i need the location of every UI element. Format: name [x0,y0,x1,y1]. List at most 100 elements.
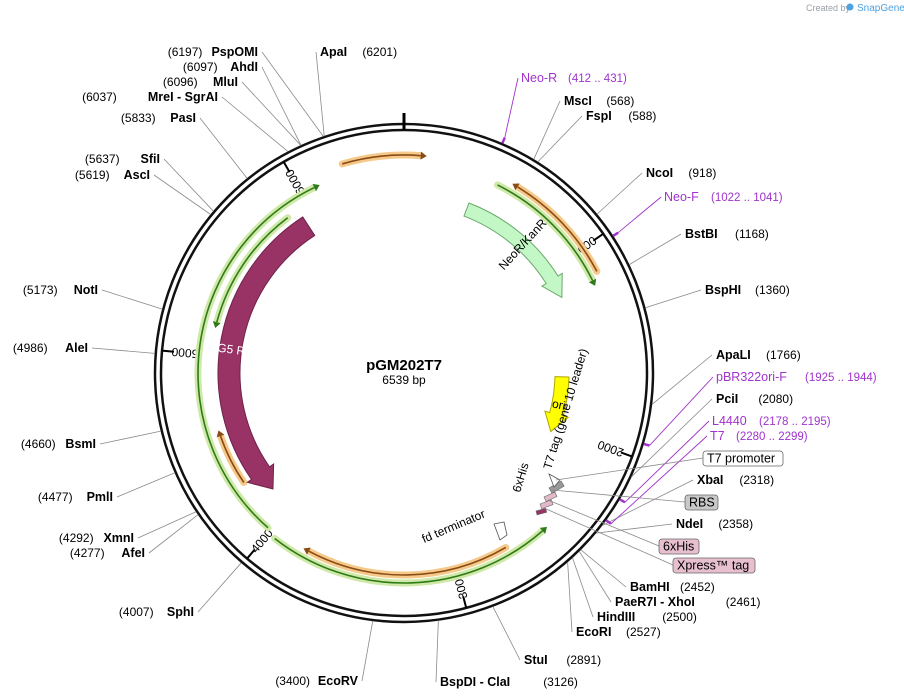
enzyme-label: XmnI(4292) [59,531,134,545]
primer-name: L4440 [712,414,747,428]
enzyme-name: StuI [524,653,548,667]
orf-arrowhead [420,151,427,160]
primer-leader-line [610,435,708,525]
enzyme-name: SphI [167,605,194,619]
orf-arrow [219,435,245,483]
enzyme-position: (568) [606,94,634,108]
enzyme-position: (2500) [662,610,697,624]
enzyme-position: (6037) [82,90,117,104]
enzyme-name: MscI [564,94,592,108]
enzyme-position: (3400) [275,674,310,688]
enzyme-name: AhdI [230,60,258,74]
enzyme-label: BspDI - ClaI(3126) [440,675,578,689]
enzyme-position: (3126) [543,675,578,689]
orf-arrow [308,546,507,576]
enzyme-name: PciI [716,392,738,406]
enzyme-leader-line [578,551,612,603]
enzyme-leader-line [645,289,702,309]
enzyme-label: SphI(4007) [119,605,194,619]
enzyme-label: BspHI(1360) [705,283,790,297]
orf-arrow [342,154,421,165]
enzyme-position: (4292) [59,531,94,545]
plasmid-center-label: pGM202T7 6539 bp [366,357,442,387]
enzyme-position: (588) [628,109,656,123]
enzyme-label: MluI(6096) [163,75,238,89]
enzyme-leader-line [241,81,302,146]
enzyme-name: EcoRV [318,674,359,688]
enzyme-label: NcoI(918) [646,166,716,180]
enzyme-leader-line [435,620,439,683]
primer-name: Neo-R [521,71,557,85]
tick-mark [246,548,256,560]
orf-arrow [197,186,315,529]
orf-arrows [194,151,601,587]
enzyme-name: PspOMI [211,45,258,59]
enzyme-label: EcoRV (3400) [275,674,358,688]
enzyme-label: XbaI(2318) [697,473,774,487]
credit-brand: SnapGene [857,3,904,14]
primer-range: (1022 .. 1041) [711,192,783,204]
plasmid-name: pGM202T7 [366,357,442,374]
enzyme-leader-line [631,398,713,478]
backbone [153,113,655,624]
enzyme-leader-line [361,620,374,682]
mcs-feature [543,491,558,502]
enzyme-leader-line [629,233,682,265]
enzyme-name: BsmI [65,437,96,451]
enzyme-position: (4277) [70,546,105,560]
enzyme-position: (5637) [85,152,120,166]
enzyme-label: BsmI(4660) [21,437,96,451]
enzyme-label: FspI(588) [586,109,656,123]
enzyme-leader-line [315,51,325,137]
feature-box-label: Xpress™ tag [677,559,749,573]
primer-name: Neo-F [664,190,699,204]
tick-mark [620,451,633,458]
enzyme-label: StuI(2891) [524,653,601,667]
enzyme-labels: PspOMI(6197)ApaI(6201)AhdI(6097)MluI(609… [13,45,801,689]
orf-arrowhead [303,547,311,555]
enzyme-leader-line [580,549,627,588]
orf-arrowhead [588,278,597,286]
enzyme-position: (5619) [75,168,110,182]
enzyme-label: NdeI(2358) [676,517,753,531]
enzyme-leader-line [153,174,211,215]
mcs-feature [535,508,548,516]
feature-arrow [463,202,563,299]
enzyme-leader-line [595,523,673,534]
enzyme-leader-line [197,562,242,613]
enzyme-position: (6096) [163,75,198,89]
feature-box [672,557,756,574]
enzyme-label: MscI (568) [564,94,634,108]
enzyme-position: (1168) [735,227,769,241]
enzyme-name: PaeR7I - XhoI [615,595,695,609]
enzyme-label: ApaLI(1766) [716,348,801,362]
enzyme-leader-line [492,606,521,661]
feature-box [702,450,784,467]
orf-arrow [274,530,544,584]
enzyme-label: AfeI(4277) [70,546,145,560]
feature-box-label: 6xHis [663,540,694,554]
enzyme-leader-line [99,430,161,445]
feature-arrow [544,376,570,433]
enzyme-name: BstBI [685,227,718,241]
tick-mark [592,232,604,242]
enzyme-leader-line [91,347,155,354]
enzyme-position: (4986) [13,341,48,355]
feature-arrow [217,216,316,490]
mcs-feature [539,499,554,510]
enzyme-position: (1360) [755,283,790,297]
fd-terminator-arrow [493,521,508,541]
tick-mark [161,349,175,353]
tick-label: 4000 [248,526,276,556]
plasmid-length: 6539 bp [382,373,426,387]
enzyme-label: NotI(5173) [23,283,98,297]
enzyme-label: PspOMI(6197) [168,45,258,59]
enzyme-label: SfiI(5637) [85,152,160,166]
enzyme-name: EcoRI [576,625,611,639]
snapgene-logo-icon [846,3,854,11]
enzyme-name: MreI - SgrAI [148,90,218,104]
primer-site-mark [605,519,612,525]
primer-name: pBR322ori-F [716,370,787,384]
enzyme-name: ApaI [320,45,347,59]
